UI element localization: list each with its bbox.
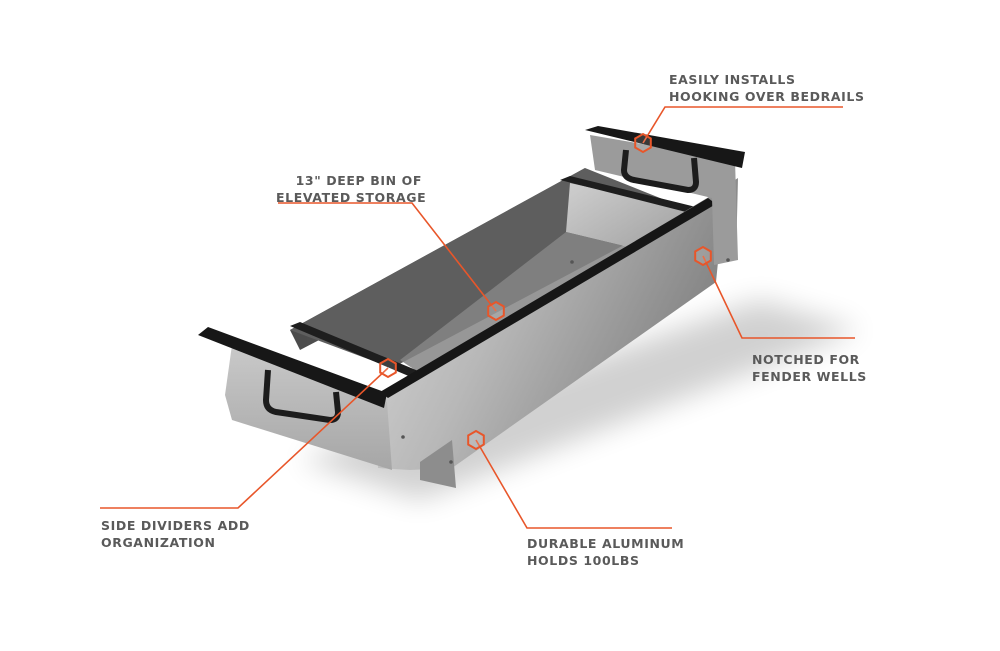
near-end-panel: [225, 345, 392, 470]
hexagon-marker-icon-bedrails: [634, 132, 652, 154]
side-divider-bar-left: [290, 322, 440, 385]
front-top-rim: [380, 198, 716, 398]
fender-notch: [420, 440, 456, 488]
leader-line-dividers: [100, 367, 389, 509]
storage-bin: [198, 126, 745, 488]
callout-deep-bin-text: 13" DEEP BIN OF ELEVATED STORAGE: [276, 172, 427, 206]
callout-bedrails-line-2: HOOKING OVER BEDRAILS: [669, 89, 865, 104]
hexagon-marker-icon-aluminum: [467, 429, 485, 451]
callout-dividers-line-1: SIDE DIVIDERS ADD: [101, 518, 250, 533]
hexagon-marker-icon-dividers: [379, 357, 397, 379]
far-handle: [621, 149, 699, 193]
callout-deep-bin-line-2: ELEVATED STORAGE: [276, 190, 427, 205]
leader-line-aluminum: [475, 439, 672, 529]
hexagon-marker-icon-fender: [694, 245, 712, 267]
callout-leaders: [100, 106, 855, 529]
leader-line-bedrails: [642, 106, 843, 144]
callout-dividers-text: SIDE DIVIDERS ADD ORGANIZATION: [101, 517, 250, 551]
leader-line-fender: [702, 255, 855, 339]
hexagon-marker-icon-deep-bin: [487, 300, 505, 322]
callout-aluminum-text: DURABLE ALUMINUM HOLDS 100LBS: [527, 535, 684, 569]
callout-aluminum-line-2: HOLDS 100LBS: [527, 553, 640, 568]
callout-fender-line-2: FENDER WELLS: [752, 369, 867, 384]
callout-aluminum-line-1: DURABLE ALUMINUM: [527, 536, 685, 551]
near-end-top-rail: [198, 327, 387, 408]
side-divider-bar-right: [560, 176, 700, 213]
callout-bedrails-text: EASILY INSTALLS HOOKING OVER BEDRAILS: [669, 71, 865, 105]
callout-fender-text: NOTCHED FOR FENDER WELLS: [752, 351, 867, 385]
leader-line-deep-bin: [278, 202, 497, 312]
far-end-top-rail: [585, 126, 745, 168]
front-long-wall: [378, 178, 738, 470]
callout-fender-line-1: NOTCHED FOR: [752, 352, 860, 367]
callout-bedrails-line-1: EASILY INSTALLS: [669, 72, 796, 87]
callout-deep-bin-line-1: 13" DEEP BIN OF: [295, 173, 422, 188]
callout-dividers-line-2: ORGANIZATION: [101, 535, 216, 550]
callout-markers: [379, 132, 712, 451]
